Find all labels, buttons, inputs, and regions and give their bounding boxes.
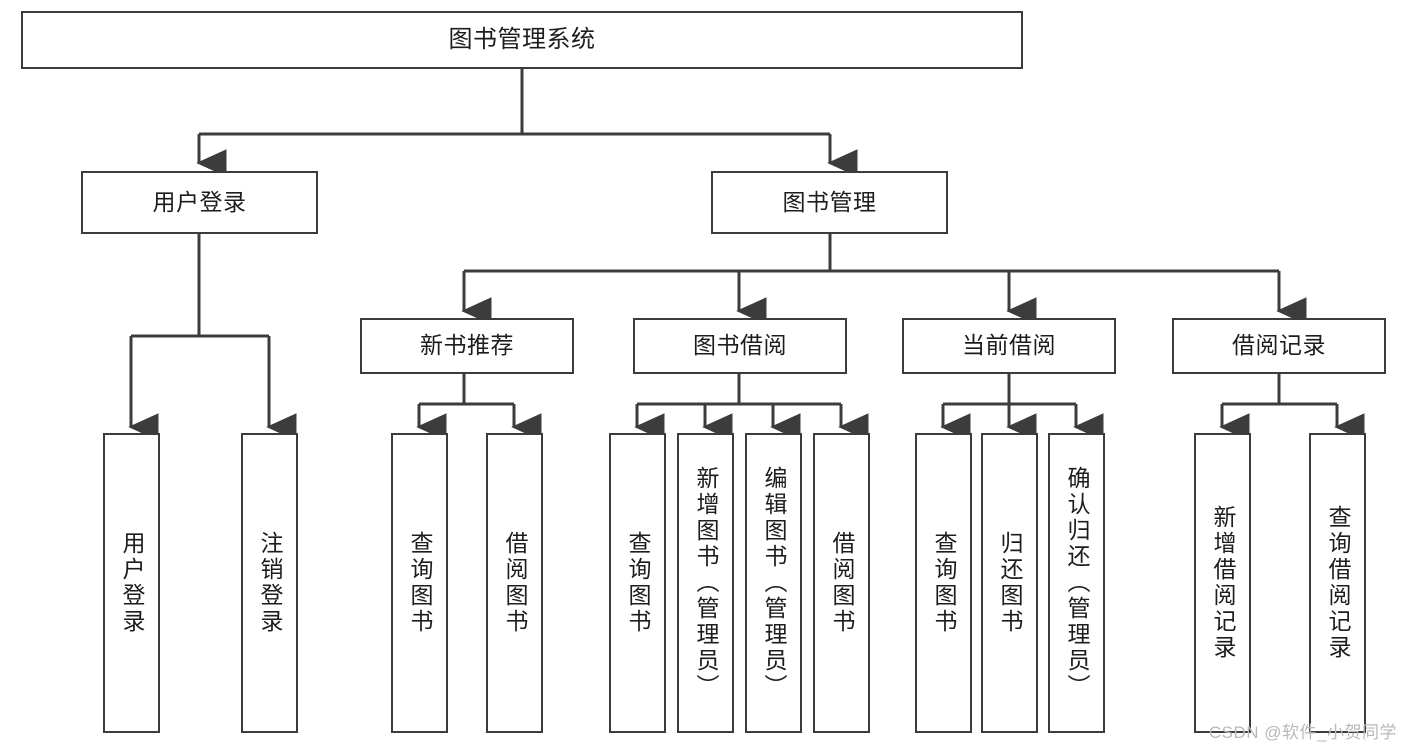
node-label: 图书管理: [782, 188, 877, 215]
node-leaf-borrow-book[interactable]: 借阅图书: [813, 433, 870, 733]
node-label: 确认归还（管理员）: [1064, 466, 1090, 700]
node-new-book-recommend[interactable]: 新书推荐: [360, 318, 574, 374]
node-label: 图书管理系统: [448, 25, 596, 53]
node-label: 用户登录: [119, 531, 145, 635]
node-label: 借阅记录: [1232, 332, 1326, 359]
node-leaf-logout-login[interactable]: 注销登录: [241, 433, 298, 733]
node-book-borrow[interactable]: 图书借阅: [633, 318, 847, 374]
node-label: 新增图书（管理员）: [693, 466, 719, 700]
node-label: 查询图书: [931, 531, 957, 635]
node-leaf-edit-book[interactable]: 编辑图书（管理员）: [745, 433, 802, 733]
node-leaf-query-book-borrow[interactable]: 查询图书: [609, 433, 666, 733]
node-label: 注销登录: [257, 531, 283, 635]
node-leaf-borrow-book-recommend[interactable]: 借阅图书: [486, 433, 543, 733]
node-leaf-query-book-current[interactable]: 查询图书: [915, 433, 972, 733]
node-book-management[interactable]: 图书管理: [711, 171, 948, 234]
node-label: 新增借阅记录: [1210, 505, 1236, 661]
node-label: 图书借阅: [693, 332, 787, 359]
node-borrow-record[interactable]: 借阅记录: [1172, 318, 1386, 374]
node-leaf-add-borrow-record[interactable]: 新增借阅记录: [1194, 433, 1251, 733]
node-label: 借阅图书: [829, 531, 855, 635]
node-leaf-query-borrow-record[interactable]: 查询借阅记录: [1309, 433, 1366, 733]
node-label: 查询借阅记录: [1325, 505, 1351, 661]
node-leaf-query-book-recommend[interactable]: 查询图书: [391, 433, 448, 733]
node-label: 用户登录: [152, 188, 247, 215]
node-leaf-add-book[interactable]: 新增图书（管理员）: [677, 433, 734, 733]
csdn-watermark: CSDN @软件_小贺同学: [1208, 723, 1397, 742]
node-current-borrow[interactable]: 当前借阅: [902, 318, 1116, 374]
node-root-book-management-system[interactable]: 图书管理系统: [21, 11, 1023, 69]
node-label: 归还图书: [997, 531, 1023, 635]
node-label: 查询图书: [625, 531, 651, 635]
node-leaf-confirm-return[interactable]: 确认归还（管理员）: [1048, 433, 1105, 733]
node-user-login[interactable]: 用户登录: [81, 171, 318, 234]
node-label: 查询图书: [407, 531, 433, 635]
node-label: 新书推荐: [420, 332, 514, 359]
node-label: 借阅图书: [502, 531, 528, 635]
node-leaf-user-login[interactable]: 用户登录: [103, 433, 160, 733]
node-leaf-return-book[interactable]: 归还图书: [981, 433, 1038, 733]
node-label: 当前借阅: [962, 332, 1056, 359]
node-label: 编辑图书（管理员）: [761, 466, 787, 700]
